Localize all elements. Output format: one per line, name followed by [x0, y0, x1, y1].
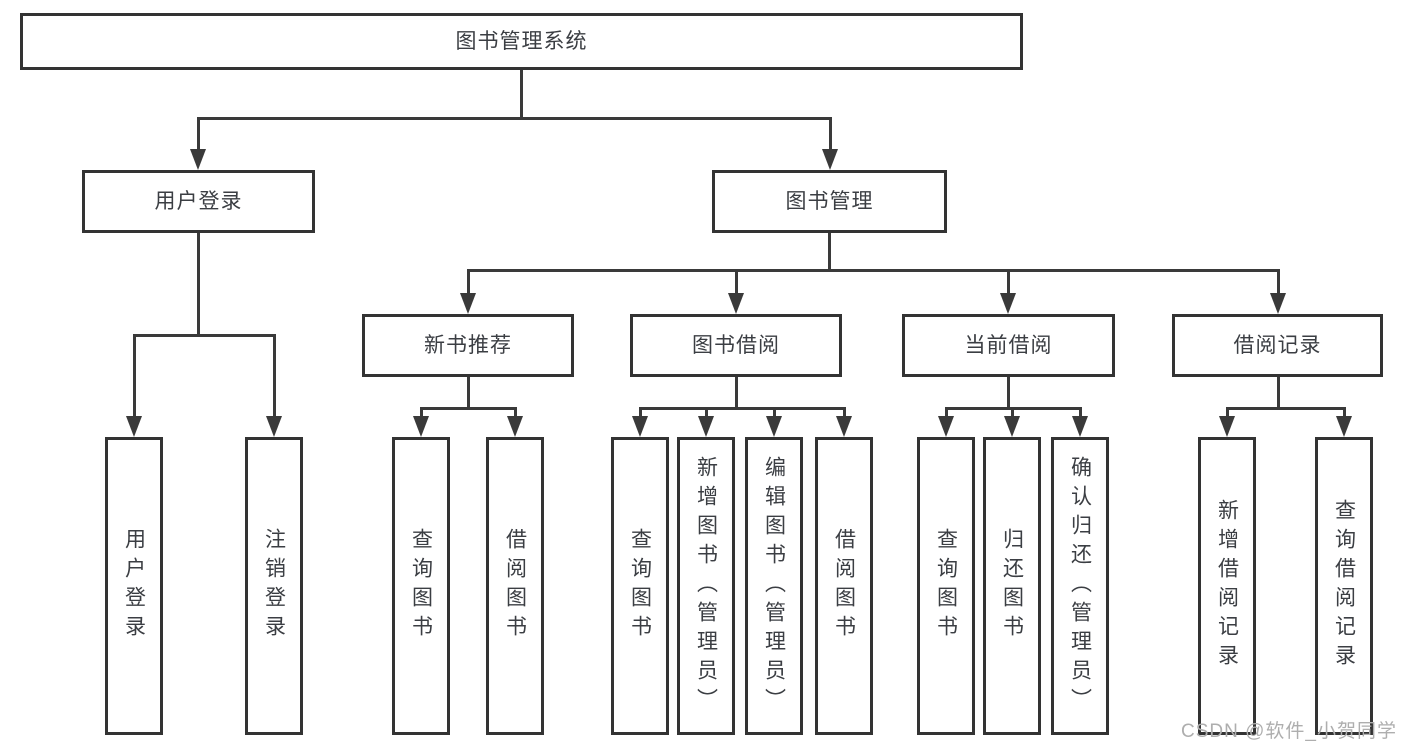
node-label: 查询图书 — [409, 528, 433, 644]
arrow-down-icon — [1072, 416, 1088, 437]
connector-arrow-shaft-borrow-records-to-leaves — [1342, 408, 1346, 418]
node-label: 借阅图书 — [832, 528, 856, 644]
node-branch-current-borrow: 当前借阅 — [902, 314, 1115, 377]
arrow-down-icon — [460, 293, 476, 314]
arrow-down-icon — [836, 416, 852, 437]
node-label: 查询借阅记录 — [1332, 499, 1356, 673]
connector-arrow-shaft-book-borrow-to-leaves — [842, 408, 846, 418]
node-branch-borrow-records: 借阅记录 — [1172, 314, 1383, 377]
arrow-down-icon — [413, 416, 429, 437]
arrow-down-icon — [698, 416, 714, 437]
connector-arrow-shaft-current-borrow-to-leaves — [1078, 408, 1082, 418]
connector-arrow-shaft-borrow-records-to-leaves — [1225, 408, 1229, 418]
arrow-down-icon — [1004, 416, 1020, 437]
node-label: 新书推荐 — [424, 333, 512, 357]
node-label: 图书管理 — [785, 189, 874, 213]
node-label: 注销登录 — [262, 528, 286, 644]
node-root: 图书管理系统 — [20, 13, 1023, 70]
node-label: 编辑图书（管理员） — [762, 455, 786, 717]
arrow-down-icon — [632, 416, 648, 437]
node-branch-user-login: 用户登录 — [82, 170, 315, 233]
arrow-down-icon — [1000, 293, 1016, 314]
node-label: 新增图书（管理员） — [694, 455, 718, 717]
node-branch-new-book-rec: 新书推荐 — [362, 314, 574, 377]
arrow-down-icon — [822, 149, 838, 170]
connector-drop-new-book-rec-to-leaves — [466, 377, 470, 408]
connector-arrow-shaft-book-management-to-level3 — [1276, 270, 1280, 295]
connector-drop-book-borrow-to-leaves — [734, 377, 738, 408]
arrow-down-icon — [266, 416, 282, 437]
node-label: 用户登录 — [154, 189, 243, 213]
connector-arrow-shaft-book-management-to-level3 — [1006, 270, 1010, 295]
node-label: 查询图书 — [628, 528, 652, 644]
connector-drop-book-management-to-level3 — [827, 233, 831, 270]
node-label: 新增借阅记录 — [1215, 499, 1239, 673]
arrow-down-icon — [507, 416, 523, 437]
connector-arrow-shaft-root-to-level2 — [196, 118, 200, 151]
node-leaf-return-books: 归还图书 — [983, 437, 1041, 735]
node-label: 确认归还（管理员） — [1068, 455, 1092, 717]
arrow-down-icon — [938, 416, 954, 437]
connector-arrow-shaft-book-borrow-to-leaves — [772, 408, 776, 418]
node-label: 借阅记录 — [1233, 333, 1322, 357]
node-leaf-query-borrow-record: 查询借阅记录 — [1315, 437, 1373, 735]
node-leaf-confirm-return-admin: 确认归还（管理员） — [1051, 437, 1109, 735]
connector-arrow-shaft-user-login-to-leaves — [132, 335, 136, 418]
connector-arrow-shaft-book-borrow-to-leaves — [704, 408, 708, 418]
connector-arrow-shaft-current-borrow-to-leaves — [1010, 408, 1014, 418]
arrow-down-icon — [190, 149, 206, 170]
node-leaf-borrow-books-rec: 借阅图书 — [486, 437, 544, 735]
node-leaf-query-books-borrow: 查询图书 — [611, 437, 669, 735]
node-label: 查询图书 — [934, 528, 958, 644]
node-leaf-add-borrow-record: 新增借阅记录 — [1198, 437, 1256, 735]
node-label: 归还图书 — [1000, 528, 1024, 644]
connector-arrow-shaft-book-management-to-level3 — [466, 270, 470, 295]
node-branch-book-management: 图书管理 — [712, 170, 947, 233]
connector-drop-user-login-to-leaves — [196, 233, 200, 335]
connector-arrow-shaft-book-borrow-to-leaves — [638, 408, 642, 418]
watermark: CSDN @软件_小贺同学 — [1181, 721, 1397, 742]
node-label: 当前借阅 — [964, 333, 1053, 357]
node-leaf-query-books-rec: 查询图书 — [392, 437, 450, 735]
connector-rail-borrow-records-to-leaves — [1225, 406, 1346, 410]
node-branch-book-borrow: 图书借阅 — [630, 314, 842, 377]
connector-rail-book-management-to-level3 — [466, 268, 1280, 272]
connector-rail-new-book-rec-to-leaves — [419, 406, 517, 410]
connector-drop-borrow-records-to-leaves — [1276, 377, 1280, 408]
node-leaf-user-login: 用户登录 — [105, 437, 163, 735]
connector-rail-root-to-level2 — [196, 116, 832, 120]
node-leaf-add-books-admin: 新增图书（管理员） — [677, 437, 735, 735]
connector-arrow-shaft-user-login-to-leaves — [272, 335, 276, 418]
node-label: 借阅图书 — [503, 528, 527, 644]
connector-arrow-shaft-book-management-to-level3 — [734, 270, 738, 295]
arrow-down-icon — [766, 416, 782, 437]
node-leaf-logout: 注销登录 — [245, 437, 303, 735]
arrow-down-icon — [1270, 293, 1286, 314]
node-label: 图书管理系统 — [455, 29, 588, 53]
node-leaf-query-books-current: 查询图书 — [917, 437, 975, 735]
node-label: 图书借阅 — [692, 333, 780, 357]
connector-arrow-shaft-current-borrow-to-leaves — [944, 408, 948, 418]
connector-rail-user-login-to-leaves — [132, 333, 276, 337]
arrow-down-icon — [728, 293, 744, 314]
connector-arrow-shaft-root-to-level2 — [828, 118, 832, 151]
connector-rail-book-borrow-to-leaves — [638, 406, 846, 410]
connector-arrow-shaft-new-book-rec-to-leaves — [513, 408, 517, 418]
node-leaf-edit-books-admin: 编辑图书（管理员） — [745, 437, 803, 735]
connector-arrow-shaft-new-book-rec-to-leaves — [419, 408, 423, 418]
node-leaf-borrow-books-borrow: 借阅图书 — [815, 437, 873, 735]
arrow-down-icon — [1336, 416, 1352, 437]
arrow-down-icon — [1219, 416, 1235, 437]
node-label: 用户登录 — [122, 528, 146, 644]
arrow-down-icon — [126, 416, 142, 437]
connector-drop-current-borrow-to-leaves — [1006, 377, 1010, 408]
connector-drop-root-to-level2 — [519, 70, 523, 118]
